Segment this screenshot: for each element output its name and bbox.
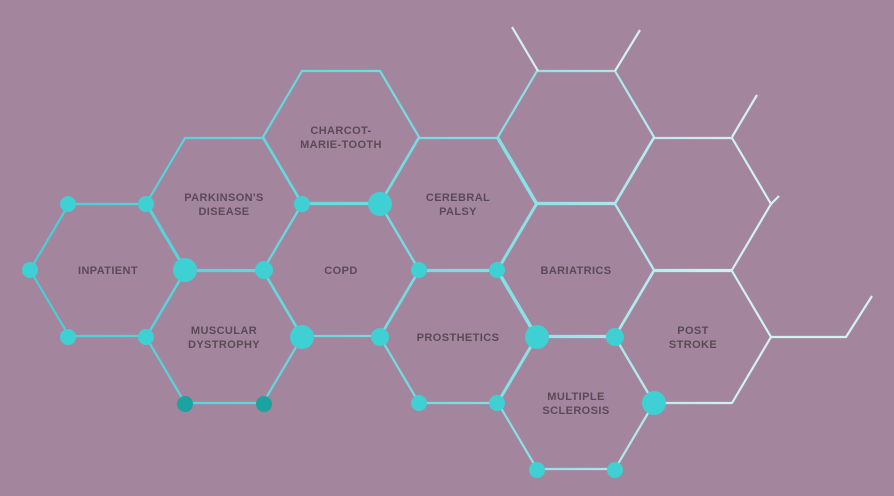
hex-cell-post-stroke [613,269,773,405]
hex-label-copd-1: COPD [324,265,357,277]
hex-cell-empty-top [496,69,656,205]
hex-label-cerebral-2: PALSY [439,206,477,218]
connector-node-3 [22,262,38,278]
hex-label-bariatrics-1: BARIATRICS [540,265,611,277]
hex-label-prosthetics-1: PROSTHETICS [417,332,500,344]
connector-node-10 [294,196,310,212]
connector-node-9 [256,396,272,412]
hex-cell-parkinsons [144,136,304,272]
hex-label-charcot-1: CHARCOT- [310,125,371,137]
connector-node-4 [173,258,197,282]
connector-node-19 [606,328,624,346]
connector-node-2 [138,196,154,212]
connector-node-14 [371,328,389,346]
connector-node-13 [290,325,314,349]
decorative-tail-4 [770,195,780,205]
hex-cell-multiple [496,335,656,471]
hex-label-parkinsons-2: DISEASE [198,206,249,218]
connector-node-11 [368,192,392,216]
hex-label-muscular-1: MUSCULAR [191,325,257,337]
decorative-tail-2 [614,29,641,72]
connector-node-20 [642,391,666,415]
connector-nodes [22,192,666,478]
connector-node-8 [177,396,193,412]
hex-label-post-stroke-1: POST [677,325,709,337]
hex-label-parkinsons-1: PARKINSON'S [184,192,264,204]
hex-cell-cerebral [378,136,538,272]
connector-node-18 [525,325,549,349]
hex-label-multiple-1: MULTIPLE [547,391,604,403]
connector-node-22 [607,462,623,478]
hex-label-inpatient-1: INPATIENT [78,265,138,277]
hex-label-cerebral-1: CEREBRAL [426,192,490,204]
hex-label-muscular-2: DYSTROPHY [188,339,260,351]
connector-node-6 [60,329,76,345]
connector-node-5 [255,261,273,279]
connector-node-1 [60,196,76,212]
connector-node-7 [138,329,154,345]
connector-node-17 [489,395,505,411]
connector-node-12 [411,262,427,278]
decorative-tail-1 [511,26,539,72]
hex-label-post-stroke-2: STROKE [669,339,717,351]
connector-node-16 [411,395,427,411]
decorative-tail-3 [731,94,758,138]
connector-node-21 [529,462,545,478]
cell-labels: INPATIENT PARKINSON'S DISEASE MUSCULAR DYSTR… [78,125,717,417]
decorative-tail-5 [771,295,873,339]
connector-lines [28,26,873,471]
hex-label-multiple-2: SCLEROSIS [542,405,609,417]
hex-cell-muscular [144,269,304,405]
hex-cell-charcot [261,69,421,205]
hex-label-charcot-2: MARIE-TOOTH [300,139,382,151]
hex-cell-empty-mid [613,136,773,272]
connector-node-15 [489,262,505,278]
